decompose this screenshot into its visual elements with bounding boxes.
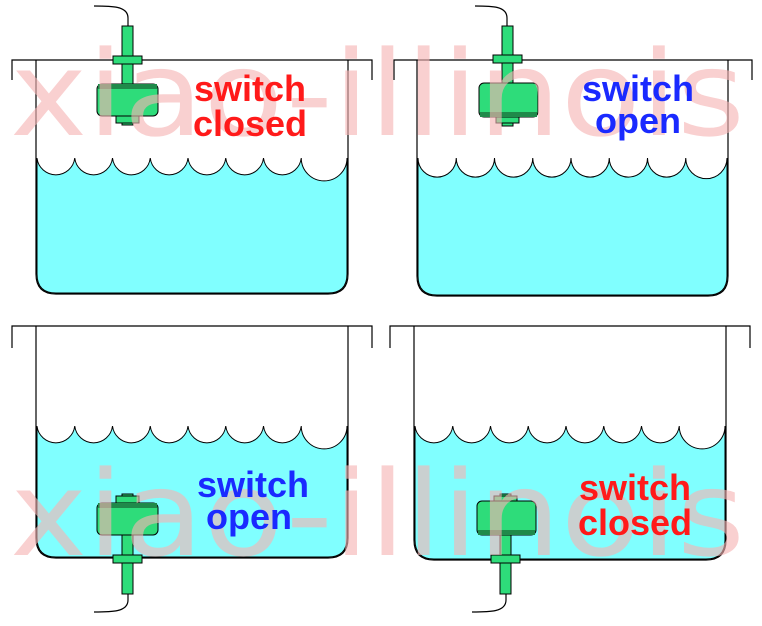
- label-switch: switch: [579, 467, 691, 508]
- label-state: open: [595, 100, 681, 141]
- stem-nut: [492, 54, 523, 64]
- stem-nut: [490, 554, 521, 564]
- wire: [471, 594, 507, 613]
- panel-top-mount-open: [393, 5, 753, 297]
- label-panel-1: switch closed: [193, 68, 307, 144]
- float-shade: [478, 530, 535, 535]
- watermark-bottom: xiao-illinois: [10, 445, 745, 583]
- label-panel-2: switch open: [582, 68, 694, 141]
- label-switch: switch: [582, 68, 694, 109]
- tank-outline: [393, 59, 753, 297]
- label-state: open: [206, 496, 292, 537]
- tank-outline: [11, 325, 373, 559]
- wire: [474, 5, 508, 26]
- label-panel-4: switch closed: [578, 467, 692, 543]
- panel-top-mount-closed: [11, 5, 373, 295]
- label-state: closed: [193, 103, 307, 144]
- label-panel-3: switch open: [197, 464, 309, 537]
- tank-outline: [11, 59, 373, 295]
- watermark-top: xiao-illinois: [10, 25, 745, 163]
- switch-stem: [501, 25, 514, 127]
- label-state: closed: [578, 502, 692, 543]
- panel-bottom-mount-open: [11, 325, 373, 613]
- stem-nut: [112, 55, 143, 65]
- wire: [93, 5, 129, 26]
- wire: [93, 594, 129, 613]
- label-switch: switch: [197, 464, 309, 505]
- stem-nut: [112, 554, 143, 564]
- float-shade: [480, 112, 537, 117]
- panel-bottom-mount-closed: [389, 325, 751, 613]
- water: [417, 157, 728, 296]
- float-shade: [98, 84, 157, 89]
- switch-stem: [121, 25, 134, 126]
- float-shade: [98, 503, 157, 508]
- water: [36, 157, 348, 294]
- label-switch: switch: [194, 68, 306, 109]
- tank-outline: [389, 325, 751, 561]
